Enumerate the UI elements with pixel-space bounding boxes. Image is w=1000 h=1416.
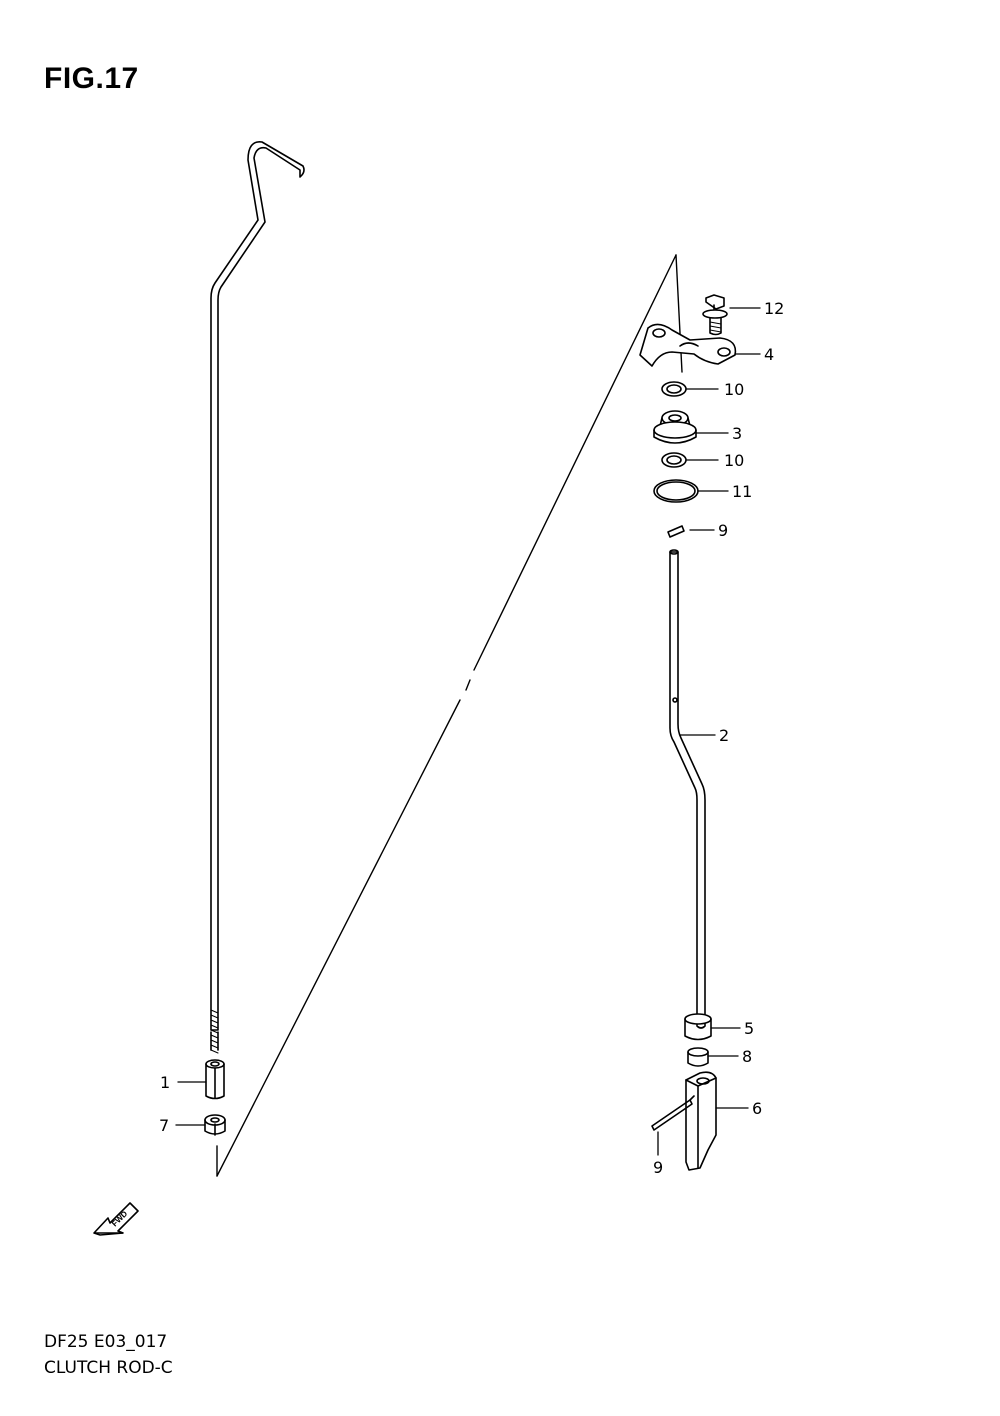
callout-4: 4 — [764, 345, 774, 364]
callout-8: 8 — [742, 1047, 752, 1066]
figure-title: FIG.17 — [44, 62, 139, 95]
part-5-spacer — [684, 1013, 712, 1041]
callout-9-lower: 9 — [653, 1158, 663, 1177]
callout-6: 6 — [752, 1099, 762, 1118]
part-12-bolt — [702, 294, 728, 336]
callout-10-lower: 10 — [724, 451, 744, 470]
callout-12: 12 — [764, 299, 784, 318]
part-11-o-ring — [653, 479, 699, 503]
callout-5: 5 — [744, 1019, 754, 1038]
part-8-collar — [687, 1047, 709, 1067]
part-4-bracket-plate — [639, 323, 737, 367]
part-10-washer-lower — [661, 452, 687, 468]
part-9-pin-lower — [651, 1095, 695, 1131]
part-1-rod-coupler — [205, 1059, 225, 1100]
callout-2: 2 — [719, 726, 729, 745]
part-10-washer-upper — [661, 381, 687, 397]
part-2-clutch-rod-lower — [669, 549, 706, 1029]
callout-9-upper: 9 — [718, 521, 728, 540]
fwd-arrow-icon: FWD — [93, 1202, 139, 1236]
part-6-shift-lever — [685, 1071, 717, 1171]
callout-7: 7 — [159, 1116, 169, 1135]
model-code: DF25 E03_017 — [44, 1332, 168, 1352]
clutch-rod-upper-part — [210, 141, 305, 1054]
callout-11: 11 — [732, 482, 752, 501]
callout-3: 3 — [732, 424, 742, 443]
assembly-guide-line — [216, 254, 677, 1177]
part-3-grommet — [653, 410, 697, 444]
part-7-nut — [204, 1114, 226, 1136]
leader-lines — [175, 307, 761, 1156]
part-9-pin-upper — [667, 525, 685, 538]
group-name: CLUTCH ROD-C — [44, 1358, 173, 1378]
callout-1: 1 — [160, 1073, 170, 1092]
callout-10-upper: 10 — [724, 380, 744, 399]
